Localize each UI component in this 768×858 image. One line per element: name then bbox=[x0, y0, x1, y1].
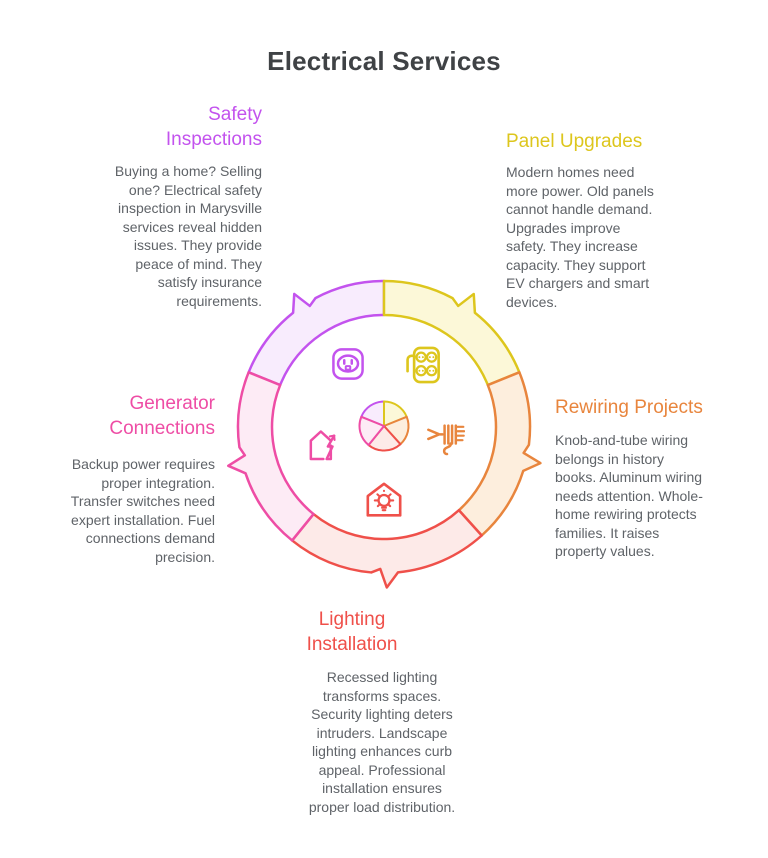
section-body: Recessed lighting transforms spaces. Sec… bbox=[308, 669, 456, 815]
section-generator-connections: Generator Connections Backup power requi… bbox=[0, 391, 215, 566]
section-body: Buying a home? Selling one? Electrical s… bbox=[114, 163, 262, 309]
wheel-segment-generator bbox=[227, 371, 315, 542]
power-strip-icon bbox=[406, 346, 440, 384]
wheel-segment-safety bbox=[247, 279, 386, 387]
pie-slice-generator bbox=[358, 415, 385, 447]
outlet-icon bbox=[332, 348, 364, 380]
page-title: Electrical Services bbox=[267, 46, 501, 76]
section-lighting-installation: Lighting Installation Recessed lighting … bbox=[242, 607, 522, 816]
section-heading: Safety Inspections bbox=[165, 104, 262, 150]
cycle-wheel-diagram bbox=[227, 279, 542, 589]
section-safety-inspections: Safety Inspections Buying a home? Sellin… bbox=[42, 102, 262, 310]
wire-splice-icon bbox=[427, 424, 465, 456]
section-heading: Generator Connections bbox=[109, 393, 215, 439]
section-body: Knob-and-tube wiring belongs in history … bbox=[555, 432, 703, 559]
section-heading: Lighting Installation bbox=[306, 609, 398, 655]
wheel-segment-rewiring bbox=[457, 371, 542, 537]
section-heading: Panel Upgrades bbox=[506, 131, 643, 152]
house-bulb-icon bbox=[366, 482, 402, 517]
section-rewiring-projects: Rewiring Projects Knob-and-tube wiring b… bbox=[555, 395, 740, 561]
house-power-icon bbox=[309, 430, 336, 461]
section-body: Modern homes need more power. Old panels… bbox=[506, 164, 654, 310]
wheel-segment-lighting bbox=[290, 508, 483, 589]
section-heading: Rewiring Projects bbox=[555, 397, 703, 418]
section-panel-upgrades: Panel Upgrades Modern homes need more po… bbox=[506, 129, 736, 311]
wheel-segment-panel bbox=[382, 279, 521, 387]
section-body: Backup power requires proper integration… bbox=[70, 456, 215, 565]
